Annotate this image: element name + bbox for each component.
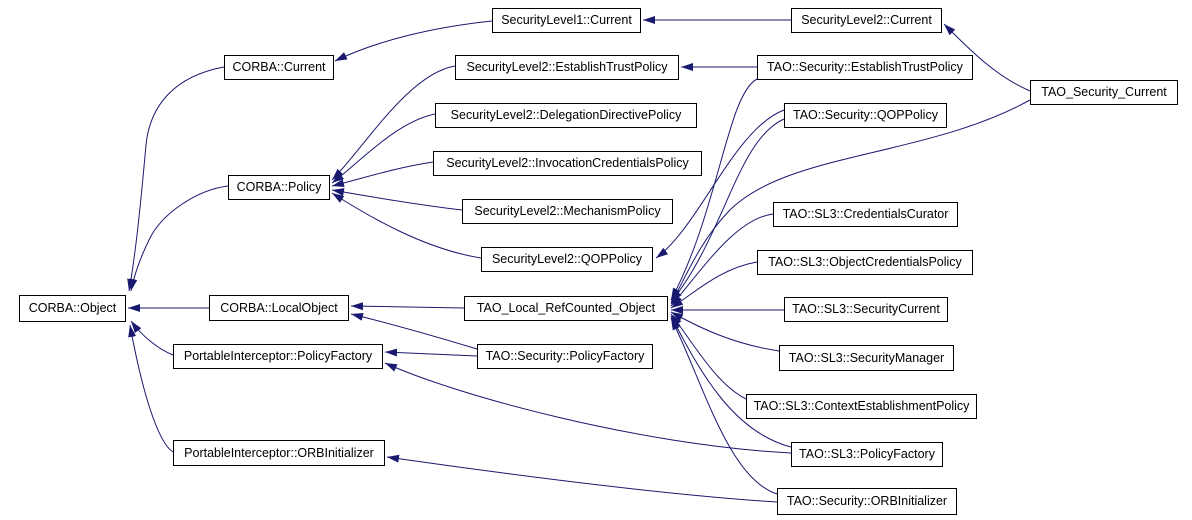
node-tao-local-refcounted-object[interactable]: TAO_Local_RefCounted_Object	[464, 296, 668, 321]
edge-securitylevel2-mechanismpolicy-to-corba-policy	[331, 188, 463, 211]
edge-tao-security-current-to-tao-local-refcounted-object	[670, 99, 1031, 305]
edge-tao-sl3-credentialscurator-to-tao-local-refcounted-object	[670, 213, 774, 307]
node-tao-sl3-securitymanager[interactable]: TAO::SL3::SecurityManager	[779, 345, 954, 371]
edge-tao-sl3-policyfactory-to-portableinterceptor-policyfactory	[384, 362, 792, 454]
node-securitylevel2-qoppolicy[interactable]: SecurityLevel2::QOPPolicy	[481, 247, 653, 272]
edge-tao-sl3-policyfactory-to-tao-local-refcounted-object	[670, 315, 792, 448]
edge-tao-security-orbinitializer-to-portableinterceptor-orbinitializer	[386, 454, 778, 503]
edge-tao-security-establishtrustpolicy-to-tao-local-refcounted-object	[670, 78, 758, 301]
node-securitylevel1-current[interactable]: SecurityLevel1::Current	[492, 8, 641, 33]
node-tao-sl3-objectcredentialspolicy[interactable]: TAO::SL3::ObjectCredentialsPolicy	[757, 250, 973, 275]
node-securitylevel2-establishtrustpolicy[interactable]: SecurityLevel2::EstablishTrustPolicy	[455, 55, 679, 80]
node-portableinterceptor-orbinitializer[interactable]: PortableInterceptor::ORBInitializer	[173, 440, 385, 466]
node-tao-security-qoppolicy[interactable]: TAO::Security::QOPPolicy	[784, 103, 947, 128]
edge-tao-security-current-to-securitylevel2-current	[943, 23, 1031, 92]
edge-corba-current-to-corba-object	[127, 66, 225, 292]
edge-tao-sl3-objectcredentialspolicy-to-tao-local-refcounted-object	[670, 261, 758, 309]
node-corba-current[interactable]: CORBA::Current	[224, 55, 334, 80]
edge-securitylevel2-establishtrustpolicy-to-corba-policy	[331, 65, 456, 181]
node-tao-security-establishtrustpolicy[interactable]: TAO::Security::EstablishTrustPolicy	[757, 55, 973, 80]
node-corba-object[interactable]: CORBA::Object	[19, 295, 126, 322]
node-securitylevel2-invocationcredentialspolicy[interactable]: SecurityLevel2::InvocationCredentialsPol…	[433, 151, 702, 176]
edge-tao-security-orbinitializer-to-tao-local-refcounted-object	[670, 317, 778, 495]
edge-tao-security-policyfactory-to-portableinterceptor-policyfactory	[384, 348, 478, 357]
node-tao-security-current[interactable]: TAO_Security_Current	[1030, 80, 1178, 105]
edge-securitylevel2-invocationcredentialspolicy-to-corba-policy	[331, 161, 434, 187]
edge-portableinterceptor-policyfactory-to-corba-object	[130, 320, 174, 356]
node-corba-policy[interactable]: CORBA::Policy	[228, 175, 330, 200]
node-tao-sl3-credentialscurator[interactable]: TAO::SL3::CredentialsCurator	[773, 202, 958, 227]
edge-tao-security-policyfactory-to-corba-localobject	[350, 312, 478, 350]
node-tao-sl3-securitycurrent[interactable]: TAO::SL3::SecurityCurrent	[784, 297, 948, 322]
edge-corba-policy-to-corba-object	[129, 185, 229, 292]
edge-securitylevel2-delegationdirectivepolicy-to-corba-policy	[331, 113, 436, 184]
edge-portableinterceptor-orbinitializer-to-corba-object	[128, 324, 174, 453]
node-portableinterceptor-policyfactory[interactable]: PortableInterceptor::PolicyFactory	[173, 344, 383, 369]
node-corba-localobject[interactable]: CORBA::LocalObject	[209, 295, 349, 321]
edge-securitylevel1-current-to-corba-current	[334, 20, 493, 62]
node-securitylevel2-delegationdirectivepolicy[interactable]: SecurityLevel2::DelegationDirectivePolic…	[435, 103, 697, 128]
node-tao-sl3-contextestablishmentpolicy[interactable]: TAO::SL3::ContextEstablishmentPolicy	[746, 394, 977, 419]
node-tao-security-orbinitializer[interactable]: TAO::Security::ORBInitializer	[777, 488, 957, 515]
node-securitylevel2-current[interactable]: SecurityLevel2::Current	[791, 8, 942, 33]
edge-tao-security-qoppolicy-to-tao-local-refcounted-object	[670, 118, 785, 303]
edge-tao-local-refcounted-object-to-corba-localobject	[350, 302, 465, 311]
edge-tao-security-qoppolicy-to-securitylevel2-qoppolicy	[655, 109, 785, 259]
node-tao-sl3-policyfactory[interactable]: TAO::SL3::PolicyFactory	[791, 442, 943, 467]
edge-tao-sl3-contextestablishmentpolicy-to-tao-local-refcounted-object	[670, 313, 747, 400]
node-tao-security-policyfactory[interactable]: TAO::Security::PolicyFactory	[477, 344, 653, 369]
edge-securitylevel2-qoppolicy-to-corba-policy	[331, 192, 482, 259]
node-securitylevel2-mechanismpolicy[interactable]: SecurityLevel2::MechanismPolicy	[462, 199, 673, 224]
